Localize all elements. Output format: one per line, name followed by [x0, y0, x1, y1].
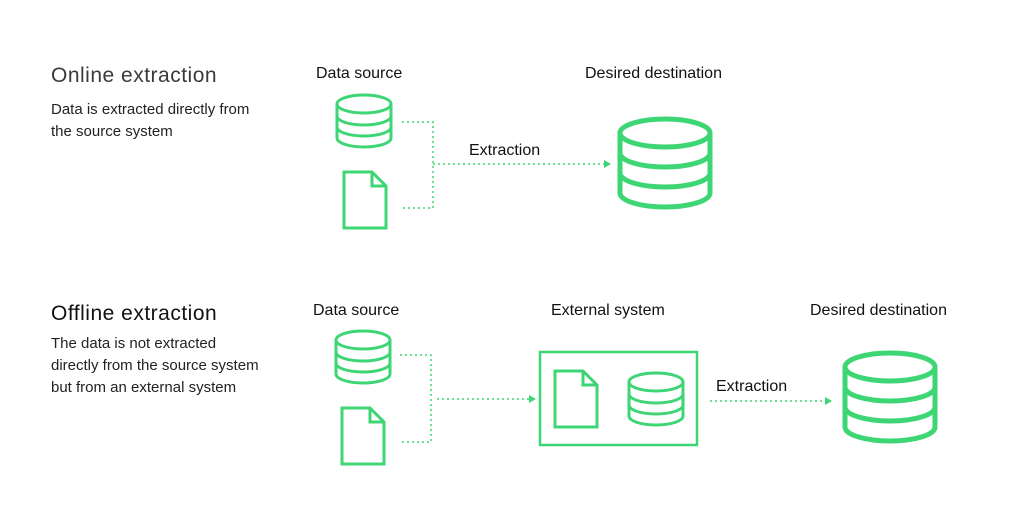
online-source-document-icon: [342, 170, 388, 230]
offline-destination-database-icon: [845, 353, 935, 441]
offline-source-label: Data source: [313, 302, 400, 319]
online-connector: [402, 121, 611, 209]
online-source-label: Data source: [316, 65, 403, 82]
online-destination-database-icon: [620, 119, 710, 207]
online-description: Data is extracted directly from the sour…: [51, 101, 250, 140]
offline-title: Offline extraction: [51, 302, 218, 325]
online-destination-label: Desired destination: [585, 65, 722, 82]
external-system-database-icon: [627, 371, 685, 427]
online-title: Online extraction: [51, 64, 218, 87]
offline-source-document-icon: [340, 406, 386, 466]
online-source-database-icon: [335, 93, 393, 149]
offline-connector-external: [710, 397, 832, 405]
offline-arrow-label: Extraction: [716, 378, 788, 395]
offline-connector-source: [400, 354, 536, 443]
external-system-box: [538, 350, 699, 447]
offline-source-database-icon: [334, 329, 392, 385]
offline-description: The data is not extracted directly from …: [51, 335, 259, 396]
offline-destination-label: Desired destination: [810, 302, 947, 319]
offline-external-label: External system: [551, 302, 665, 319]
external-system-document-icon: [553, 369, 599, 429]
online-arrow-label: Extraction: [469, 142, 541, 159]
